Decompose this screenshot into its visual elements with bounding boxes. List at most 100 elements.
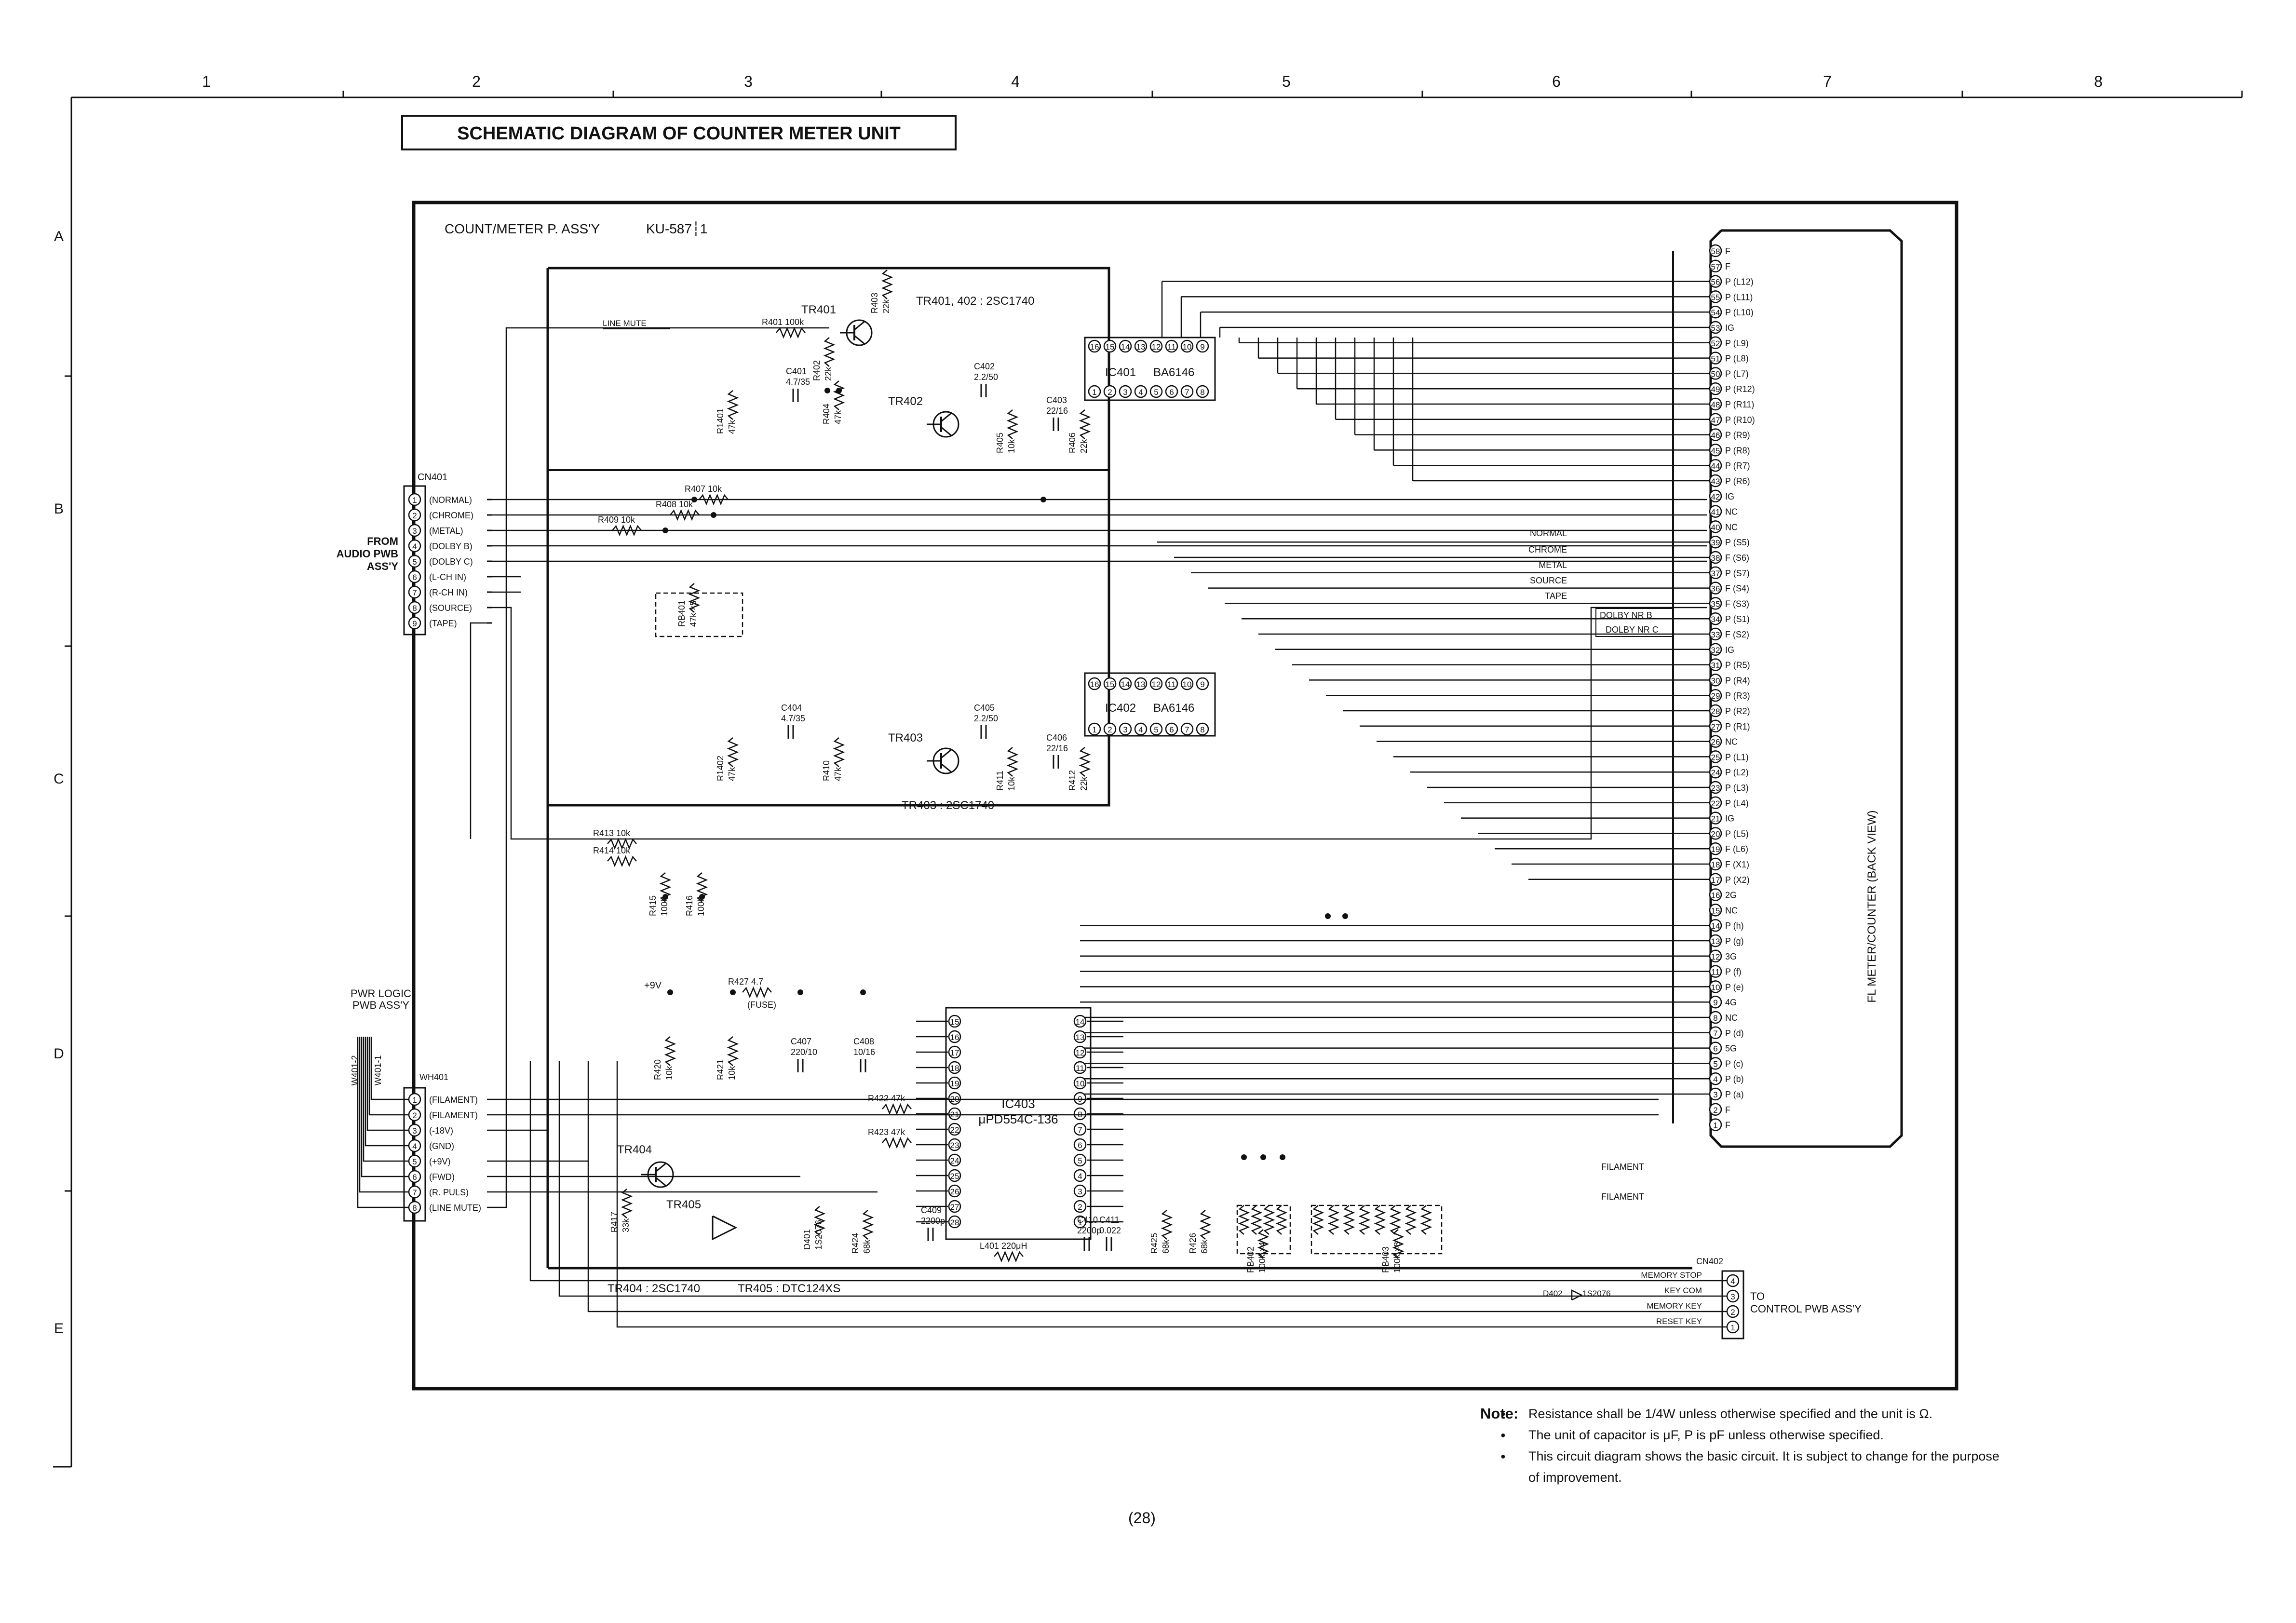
rb402-resistor: [1250, 1205, 1263, 1235]
component-label: 22k: [824, 366, 833, 381]
cn402-signal: MEMORY STOP: [1641, 1271, 1702, 1280]
ic401-pin-number: 2: [1107, 388, 1112, 397]
junction-dot: [691, 497, 697, 502]
fl-meter-pin-number: 58: [1711, 247, 1720, 256]
fl-meter-pin-circle: [1709, 244, 1722, 257]
ic403-pin-circle: [948, 1076, 961, 1090]
ic403-pin-circle: [948, 1014, 961, 1028]
ic401-part: BA6146: [1153, 366, 1194, 379]
fl-meter-pin-number: 8: [1713, 1014, 1717, 1023]
wh401-signal: (FILAMENT): [429, 1110, 478, 1120]
fl-meter-pin-number: 5: [1713, 1059, 1717, 1068]
ic403-name: IC403: [1001, 1096, 1035, 1111]
dolby-label-box: [1595, 608, 1674, 637]
rb403-resistor: [1389, 1205, 1402, 1235]
component-label: C405: [974, 703, 995, 713]
diagram-title: SCHEMATIC DIAGRAM OF COUNTER METER UNIT: [457, 123, 901, 144]
cn401-signal: (METAL): [429, 526, 463, 536]
ic403-pin-circle: [1073, 1169, 1087, 1182]
fl-meter-pin-number: 16: [1711, 891, 1720, 900]
fl-meter-pin-number: 10: [1711, 983, 1720, 992]
ic402-pin-number: 10: [1183, 680, 1192, 689]
component-label: R403: [870, 293, 879, 313]
resistor-r410: [833, 737, 845, 767]
resistor-rb402: [1257, 1229, 1270, 1259]
fl-meter-pin-signal: NC: [1725, 507, 1738, 517]
fl-meter-pin-number: 28: [1711, 707, 1720, 716]
component-label: R404: [822, 404, 831, 424]
component-label: D401: [802, 1229, 812, 1250]
fl-meter-pin-number: 36: [1711, 584, 1720, 594]
wh401-harness-wire: [365, 1037, 409, 1147]
wh401-signal: (GND): [429, 1141, 454, 1151]
fl-meter-pin-number: 54: [1711, 308, 1720, 317]
component-label: 2.2/50: [974, 714, 998, 723]
ic401-pin-number: 10: [1183, 342, 1192, 352]
resistor-r408: [670, 509, 700, 521]
rb401-box: [655, 592, 743, 637]
rb403-box: [1310, 1204, 1443, 1255]
resistor-r414: [607, 855, 637, 867]
wh401-wire-label: W401-1: [373, 1055, 383, 1085]
resistor-r1401: [727, 390, 739, 420]
cn401-pin-circle: [408, 493, 421, 506]
junction-dot: [1040, 497, 1046, 502]
component-label: R402: [812, 360, 822, 381]
component-label: C411: [1099, 1215, 1120, 1225]
ic402-pin-number: 5: [1154, 725, 1158, 734]
cn401-signal: (SOURCE): [429, 603, 472, 613]
line-mute-label: LINE MUTE: [603, 319, 647, 328]
transistor-ref: TR403: [888, 731, 923, 744]
wh401-from-label: PWR LOGIC: [351, 987, 411, 1000]
fl-meter-pin-number: 9: [1713, 998, 1717, 1007]
wh401-harness-wire: [370, 1037, 409, 1100]
ic401-pin-circle: [1149, 385, 1163, 398]
ground-bus: [546, 267, 1110, 807]
component-label: C410: [1077, 1215, 1098, 1225]
component-label: 47k ×5: [689, 600, 698, 627]
cn402-pin-number: 3: [1730, 1292, 1735, 1301]
component-label: R410: [822, 760, 831, 781]
resistor-r413: [607, 838, 637, 850]
wh401-harness-wire: [357, 1037, 409, 1208]
component-label: R401 100k: [762, 317, 804, 327]
cn402-pin-number: 2: [1730, 1308, 1735, 1317]
junction-dot: [1260, 1154, 1266, 1160]
fl-meter-pin-signal: P (R9): [1725, 431, 1750, 440]
fl-meter-pin-number: 43: [1711, 477, 1720, 486]
ic401-pin-circle: [1088, 339, 1101, 353]
cn401-pin-number: 7: [412, 588, 417, 597]
fl-meter-pin-number: 49: [1711, 385, 1720, 394]
grid-col-label: 8: [2094, 73, 2103, 90]
transistor-note: TR405 : DTC124XS: [738, 1282, 840, 1295]
cn401-pin-circle: [408, 570, 421, 583]
ic402-pin-circle: [1196, 677, 1209, 690]
component-label: RB403: [1381, 1246, 1391, 1273]
component-label: 47k: [727, 767, 737, 781]
component-label: 2.2/50: [974, 372, 998, 382]
pcb-outline: [412, 201, 1958, 1391]
resistor-r424: [862, 1210, 874, 1240]
cn401-pin-circle: [408, 524, 421, 537]
ic402-pin-circle: [1119, 677, 1132, 690]
transistor-ref: TR404: [617, 1143, 652, 1156]
component-label: 100k: [696, 897, 706, 916]
fl-meter-pin-signal: P (R11): [1725, 400, 1754, 409]
fl-meter-pin-signal: 5G: [1725, 1044, 1737, 1054]
resistor-l401: [994, 1250, 1024, 1263]
cn402-wire: [558, 1061, 1727, 1297]
ic403-pin-number: 14: [1076, 1017, 1085, 1027]
ic403-pin-number: 16: [950, 1033, 959, 1042]
component-label: R414 10k: [593, 846, 631, 855]
side-label: TAPE: [1545, 591, 1567, 601]
rb403-resistor: [1327, 1205, 1340, 1235]
resistor-r423: [882, 1136, 912, 1149]
component-label: 10k: [1007, 776, 1016, 791]
ic402-pin-circle: [1134, 722, 1148, 736]
ic401-pin-number: 6: [1169, 388, 1174, 397]
fl-meter-pin-signal: P (b): [1725, 1074, 1744, 1084]
wh401-signal: (LINE MUTE): [429, 1203, 481, 1213]
ic403-pin-circle: [1073, 1107, 1087, 1121]
component-label: 100k ×8: [1392, 1242, 1402, 1273]
